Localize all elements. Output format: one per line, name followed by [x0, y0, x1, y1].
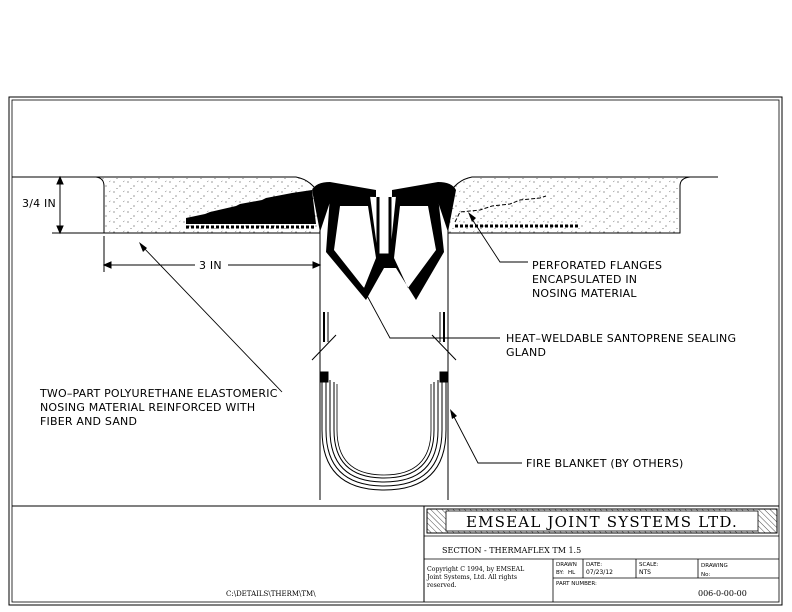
part-number-value: 006-0-00-00 [698, 589, 747, 598]
company-name: EMSEAL JOINT SYSTEMS LTD. [466, 513, 738, 531]
gland-right-wing [392, 182, 456, 232]
scale-value: NTS [639, 569, 651, 576]
gland-left-wing [312, 182, 376, 232]
file-path: C:\DETAILS\THERM\TM\ [226, 590, 316, 598]
part-number-label: PART NUMBER: [556, 581, 597, 587]
width-dimension [102, 236, 322, 272]
drawn-by-label: DRAWN BY: [556, 562, 579, 576]
drawn-by-value: HL [568, 570, 576, 576]
section-drawing: 3/4 IN 3 IN PERFORATED FLANGES EN [12, 175, 740, 500]
right-flange [454, 195, 547, 223]
left-flange [186, 190, 316, 224]
depth-dimension [52, 175, 104, 235]
right-nosing [447, 176, 691, 234]
title-block: C:\DETAILS\THERM\TM\ EMSEAL JOINT SYSTEM… [12, 505, 779, 602]
date-value: 07/23/12 [586, 569, 613, 576]
date-label: DATE: [586, 562, 602, 568]
copyright-note: Copyright C 1994, by EMSEAL Joint System… [426, 566, 526, 589]
drawing-number-label: DRAWING No: [701, 563, 729, 578]
leader-lines [141, 215, 528, 464]
gland-callout: HEAT–WELDABLE SANTOPRENE SEALING GLAND [506, 332, 740, 359]
inner-border [11, 99, 780, 603]
outer-border [8, 96, 783, 606]
fire-blanket [311, 312, 457, 491]
depth-dimension-label: 3/4 IN [22, 197, 56, 210]
flanges-callout: PERFORATED FLANGES ENCAPSULATED IN NOSIN… [532, 259, 666, 300]
section-title: SECTION - THERMAFLEX TM 1.5 [442, 546, 581, 555]
scale-label: SCALE: [639, 562, 659, 568]
blanket-callout: FIRE BLANKET (BY OTHERS) [526, 457, 684, 470]
width-dimension-label: 3 IN [199, 259, 222, 272]
nosing-callout: TWO–PART POLYURETHANE ELASTOMERIC NOSING… [39, 387, 281, 428]
sealing-gland [326, 196, 444, 300]
